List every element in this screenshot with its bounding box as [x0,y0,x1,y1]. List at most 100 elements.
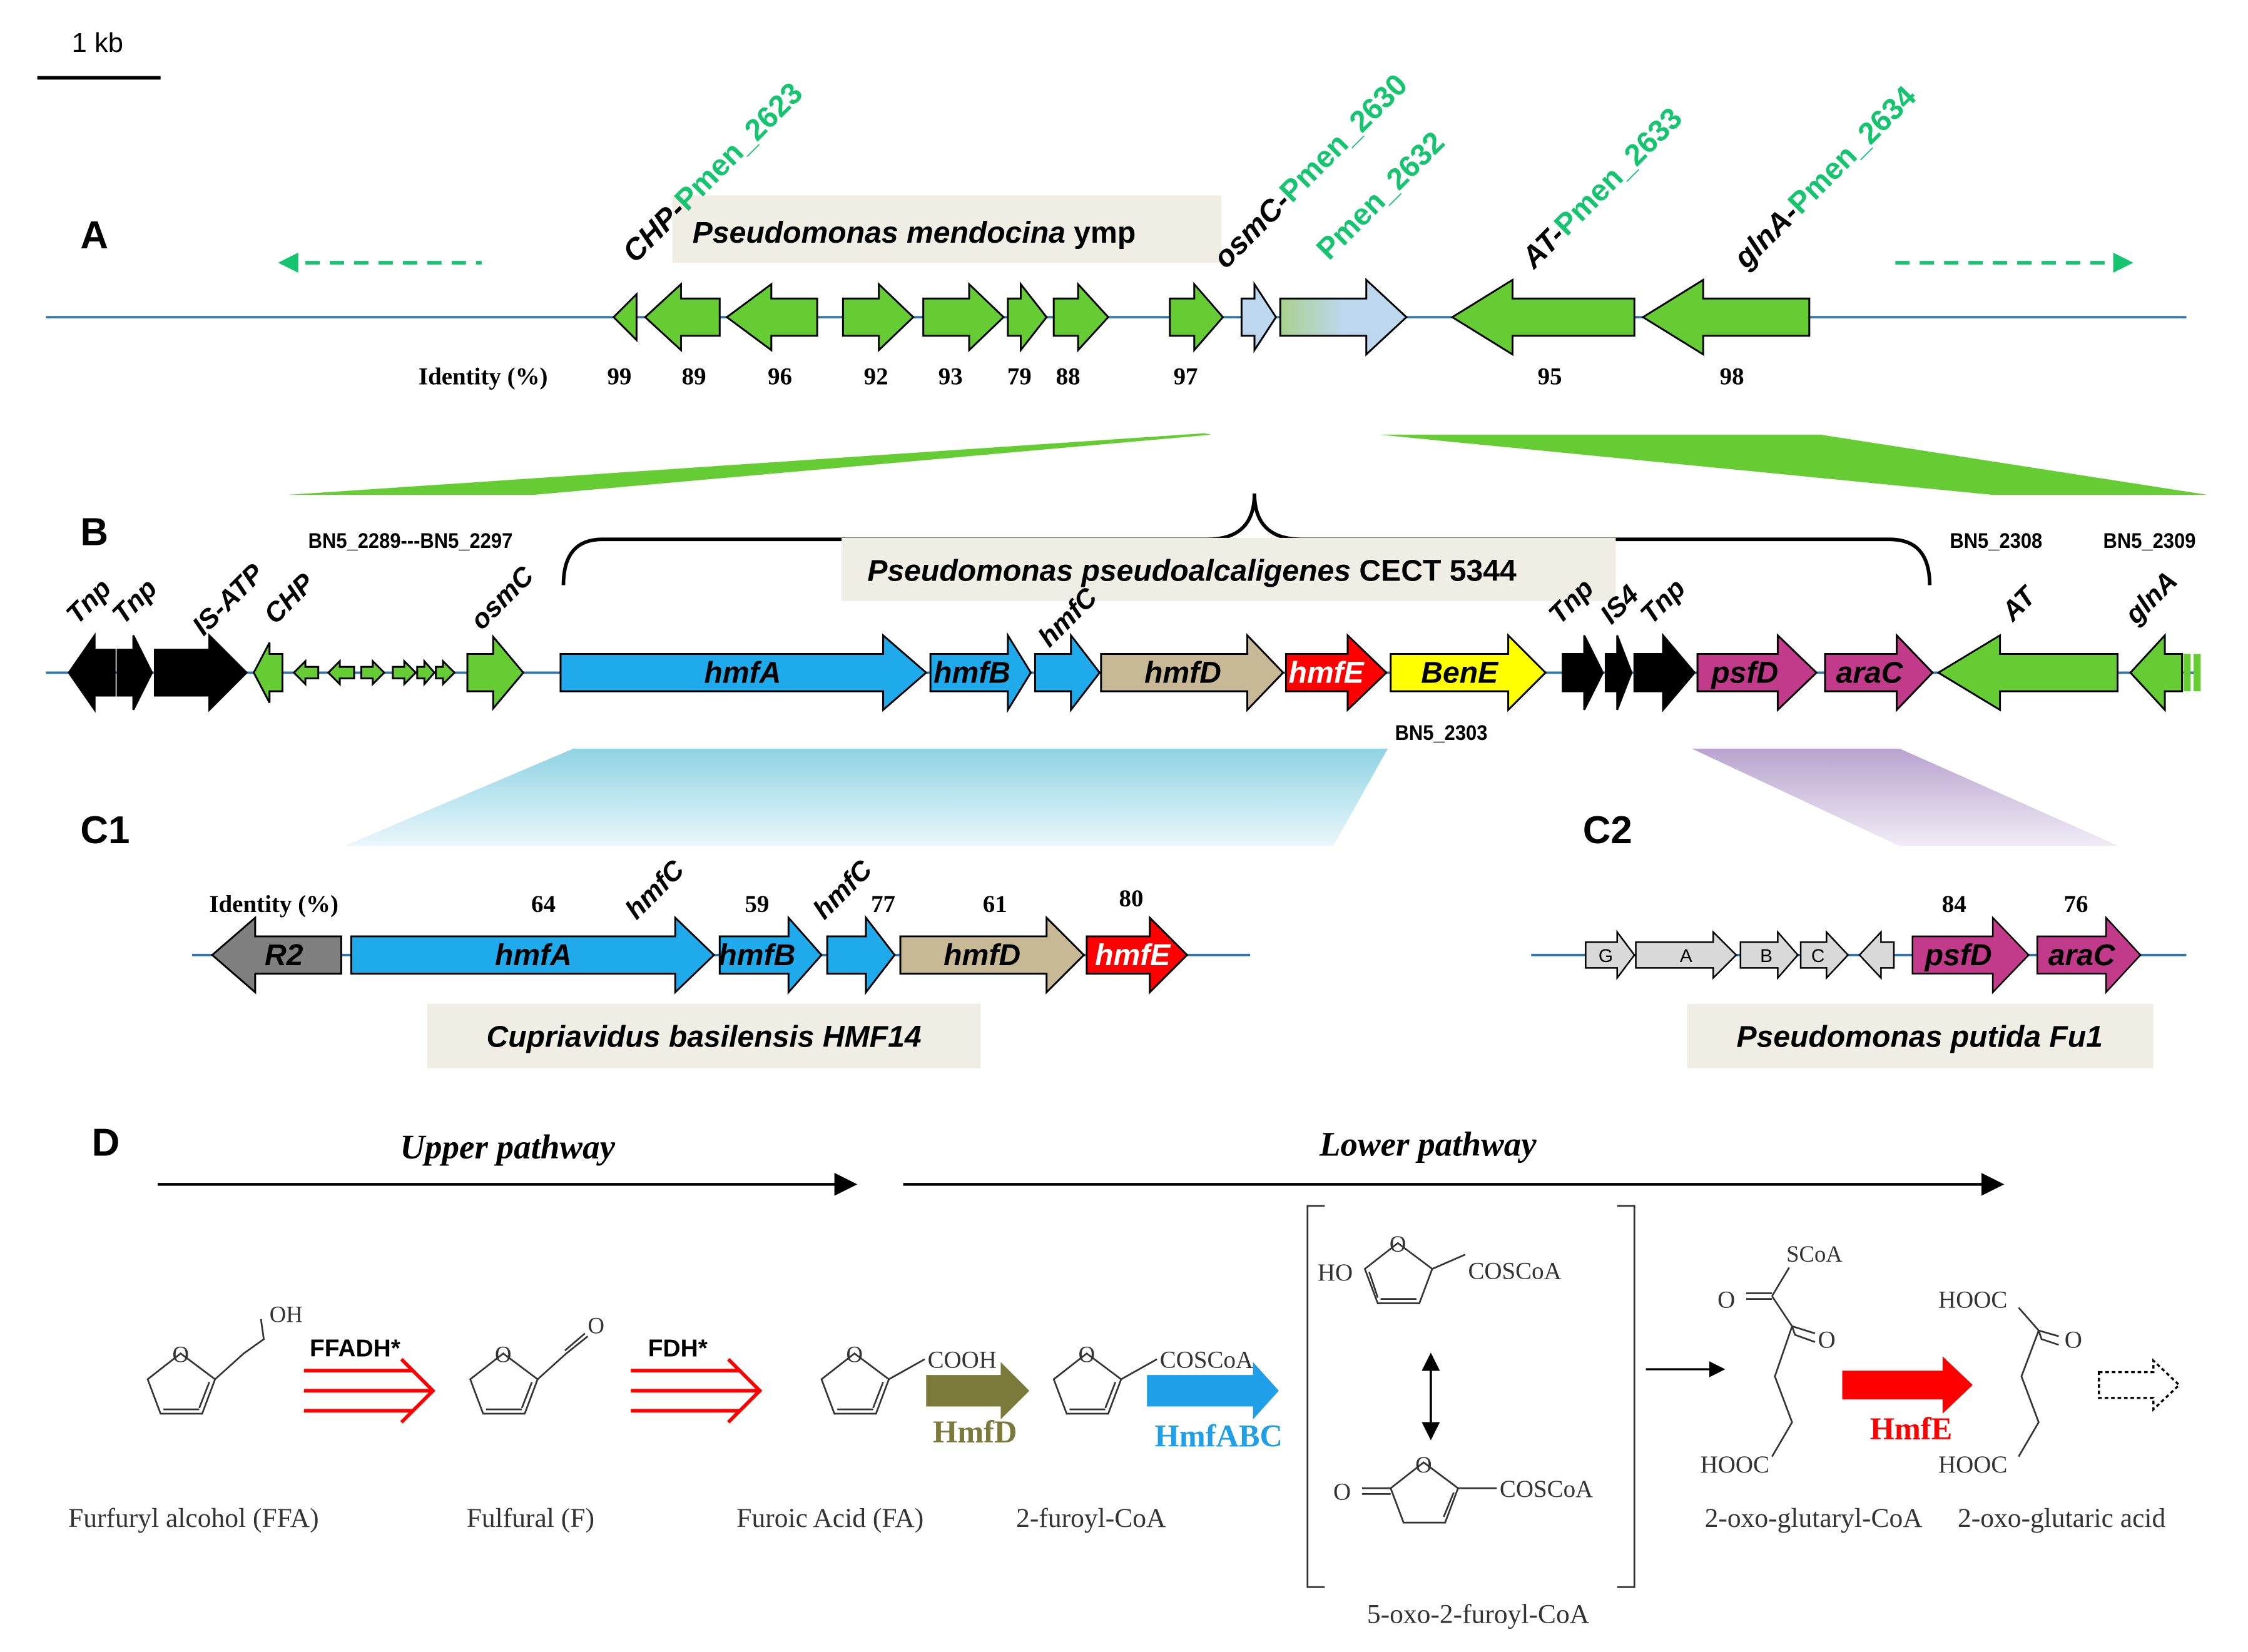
panel-a-identities: Identity (%) 99 89 96 92 93 79 88 97 95 … [419,363,1744,390]
label-is-atp: IS-ATP [187,558,270,641]
atom-o: O [495,1342,511,1367]
compound-f: Fulfural (F) [467,1503,594,1533]
compound-oxofuroyl-coa: 5-oxo-2-furoyl-CoA [1367,1599,1590,1629]
scale-label: 1 kb [72,28,123,58]
gene-hmfa-c1 [350,915,716,995]
group-scoa: SCoA [1786,1241,1843,1267]
synteny-wedge-right [1379,434,2208,495]
panel-b-gene-labels: hmfA hmfB hmfD hmfE BenE psfD araC [704,656,1904,689]
gene-bene [1390,633,1547,712]
gene-psfd-c2 [1911,916,2030,995]
label-at-b: AT [1996,580,2043,627]
atom-o: O [846,1342,862,1367]
panel-c1-identities: Identity (%) 64 59 77 61 80 [209,885,1143,918]
gene-c-c2 [1799,930,1849,980]
panel-c1-genes [210,915,1189,995]
label-hmfc-c1-a: hmfC [620,854,691,925]
identity-value: 88 [1056,363,1081,390]
enzyme-hmfe: HmfE [1870,1411,1953,1446]
structure-oxoglutaric-acid [2018,1307,2059,1457]
gene-a-c2 [1635,930,1737,980]
gene-small-c2 [1858,930,1895,980]
group-coscoa: COSCoA [1160,1347,1253,1374]
synteny-wedge-left [287,433,1212,495]
gene-osmc-b [466,634,525,711]
arrow-hmfd [926,1362,1030,1420]
panel-b-species-box [842,537,1616,601]
gene-hmfb-b [929,632,1032,714]
compound-furoyl-coa: 2-furoyl-CoA [1016,1503,1166,1533]
atom-o-keto: O [1333,1478,1351,1505]
gene-hmfd-c1 [899,915,1086,995]
label-hmfa-c1: hmfA [495,938,572,972]
identity-label-c1: Identity (%) [209,891,338,918]
compound-oxoglutaryl-coa: 2-oxo-glutaryl-CoA [1705,1503,1923,1533]
gene-small-3 [360,659,386,687]
tag-at-pmen2633: AT-Pmen_2633 [1515,101,1689,275]
gene-hmfe-c1 [1086,915,1189,995]
panel-c1-species: Cupriavidus basilensis HMF14 [487,1020,922,1053]
label-glna-b: glnA [2119,565,2184,630]
identity-hmfe-c1: 80 [1119,885,1143,912]
identity-value: 79 [1007,363,1032,390]
atom-o: O [2065,1327,2082,1354]
gene-glna-a [1641,278,1811,357]
identity-value: 95 [1538,363,1562,390]
tag-glna-pmen2634: glnA-Pmen_2634 [1727,79,1923,275]
compound-oxoglutaric-acid: 2-oxo-glutaric acid [1958,1503,2166,1533]
panel-c2-label: C2 [1583,809,1632,852]
label-hmfb-b: hmfB [933,656,1010,689]
label-chp-b: CHP [258,567,321,630]
identity-arac-c2: 76 [2064,891,2088,918]
panel-c2-species-box [1687,1003,2154,1068]
panel-c1-species-box [427,1003,981,1068]
gene-a-4 [842,281,915,353]
gene-small-2 [327,659,355,687]
identity-value: 97 [1174,363,1198,390]
scale-bar: 1 kb [37,28,161,80]
gene-a-6 [1007,281,1048,353]
synteny-cyan [343,748,1388,846]
identity-hmfd-c1: 61 [983,891,1007,918]
compound-fa: Furoic Acid (FA) [736,1503,923,1533]
arrow-downstream-dotted [2097,1358,2181,1412]
upper-pathway-label: Upper pathway [400,1128,615,1166]
structure-hydroxyfuroyl [1363,1242,1466,1304]
gene-tnp-1 [68,632,116,713]
label-tnp-2: Tnp [106,573,163,629]
panel-c2-small-labels: G A B C [1599,946,1824,966]
identity-hmfc-c1: 77 [871,891,895,918]
label-r2: R2 [265,938,303,972]
group-coscoa: COSCoA [1500,1476,1593,1503]
gene-arac-b [1824,633,1934,712]
identity-value: 96 [768,363,792,390]
gene-a-5 [922,281,1005,353]
gene-at-a [1450,278,1635,357]
compound-ffa: Furfuryl alcohol (FFA) [68,1503,318,1533]
identity-hmfb-c1: 59 [745,891,769,918]
gene-pmen2632 [1279,278,1408,357]
structure-furoyl-coa [1052,1352,1157,1415]
group-hooc: HOOC [1701,1451,1769,1478]
bn-range-label: BN5_2289---BN5_2297 [308,528,513,552]
gene-hmfd-b [1100,633,1284,712]
gene-is4 [1604,635,1633,711]
label-hmfc-c1-b: hmfC [808,854,878,925]
atom-o: O [1079,1342,1095,1367]
label-a-c2: A [1680,946,1692,966]
label-psfd-c2: psfD [1924,938,1992,972]
atom-o: O [172,1342,188,1367]
gene-psfd-b [1696,633,1818,712]
structure-furfural [469,1332,589,1415]
atom-o-aldehyde: O [587,1313,604,1339]
group-cooh: COOH [928,1347,997,1374]
structure-furoic-acid [820,1352,925,1415]
structure-oxofuroyl [1361,1461,1497,1524]
gene-glna-b [2129,632,2184,712]
arrow-hmfabc [1147,1362,1279,1420]
group-coscoa: COSCoA [1468,1258,1561,1285]
panel-c2-species: Pseudomonas putida Fu1 [1737,1020,2103,1053]
enzyme-ffadh: FFADH* [310,1335,401,1362]
atom-o: O [1818,1327,1836,1354]
gene-hmfe-b [1284,633,1388,712]
